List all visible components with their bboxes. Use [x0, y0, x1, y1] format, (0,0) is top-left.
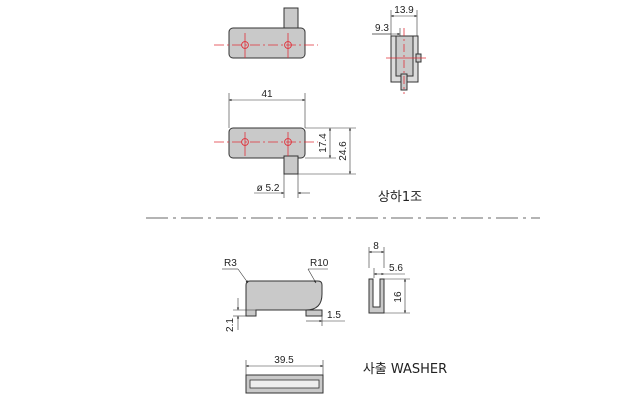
dim-washer-side-height: 16 — [393, 291, 404, 303]
hinge-pin-bottom — [283, 155, 299, 175]
dim-front-width: 41 — [261, 89, 273, 100]
dim-washer-radius-left: R3 — [224, 258, 237, 269]
dim-washer-thickness: 2.1 — [225, 318, 236, 332]
washer-bottom-view: 39.5 — [245, 355, 324, 394]
washer-lip — [305, 309, 323, 317]
washer-u-profile — [368, 278, 385, 314]
dim-top-side-inner: 9.3 — [375, 23, 389, 34]
dim-washer-side-width: 8 — [373, 241, 379, 252]
mount-hole-left — [241, 41, 249, 49]
washer-side-view: 8 5.6 16 — [368, 241, 410, 314]
mount-hole-left-2 — [241, 138, 249, 146]
mount-hole-right — [284, 41, 292, 49]
mount-hole-right-2 — [284, 138, 292, 146]
dim-top-side-width: 13.9 — [394, 5, 414, 16]
dim-front-height-total: 24.6 — [338, 141, 349, 161]
dim-washer-bottom-length: 39.5 — [274, 355, 294, 366]
washer-front-view: R3 R10 2.1 1.5 — [222, 258, 345, 332]
hinge-body-bottom — [228, 127, 306, 159]
dim-washer-radius-right: R10 — [310, 258, 329, 269]
caption-hinge-set: 상하1조 — [378, 190, 422, 205]
caption-washer: 사출 WASHER — [363, 362, 447, 377]
hinge-body-top — [228, 27, 306, 59]
hinge-pin-top — [283, 7, 299, 31]
hinge-top-front-view — [214, 7, 318, 59]
dim-front-height-inner: 17.4 — [318, 133, 329, 153]
dim-washer-side-inner: 5.6 — [389, 263, 403, 274]
side-bracket-inner — [395, 35, 414, 77]
hinge-bottom-front-view: 41 17.4 24.6 ø 5.2 — [214, 89, 356, 198]
dim-pin-diameter: ø 5.2 — [257, 183, 280, 194]
washer-bottom-channel — [249, 379, 320, 389]
hinge-top-side-view: 13.9 9.3 — [372, 5, 426, 94]
dim-washer-lip: 1.5 — [327, 310, 341, 321]
